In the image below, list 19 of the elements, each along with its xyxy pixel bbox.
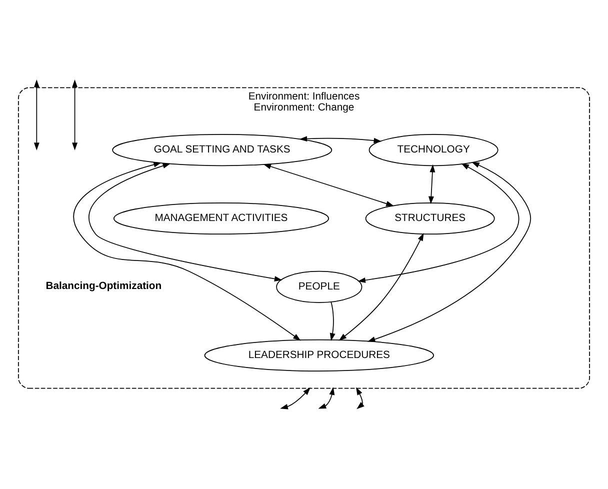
arrow — [330, 302, 336, 342]
arrow — [358, 163, 520, 283]
arrow — [72, 79, 78, 150]
arrow — [73, 162, 301, 341]
arrow — [338, 232, 424, 341]
arrow — [34, 79, 40, 150]
label: Balancing-Optimization — [46, 280, 162, 292]
arrow — [280, 387, 310, 410]
arrow — [428, 164, 436, 204]
arrow — [263, 164, 394, 206]
arrow — [318, 387, 335, 409]
node-ellipse: MANAGEMENT ACTIVITIES — [113, 202, 330, 235]
arrow — [88, 163, 282, 282]
node-ellipse: LEADERSHIP PROCEDURES — [204, 339, 434, 372]
arrow — [356, 387, 364, 410]
arrow — [367, 162, 532, 342]
node-ellipse: TECHNOLOGY — [368, 134, 498, 166]
arrow — [299, 136, 382, 144]
node-ellipse: PEOPLE — [276, 270, 362, 303]
